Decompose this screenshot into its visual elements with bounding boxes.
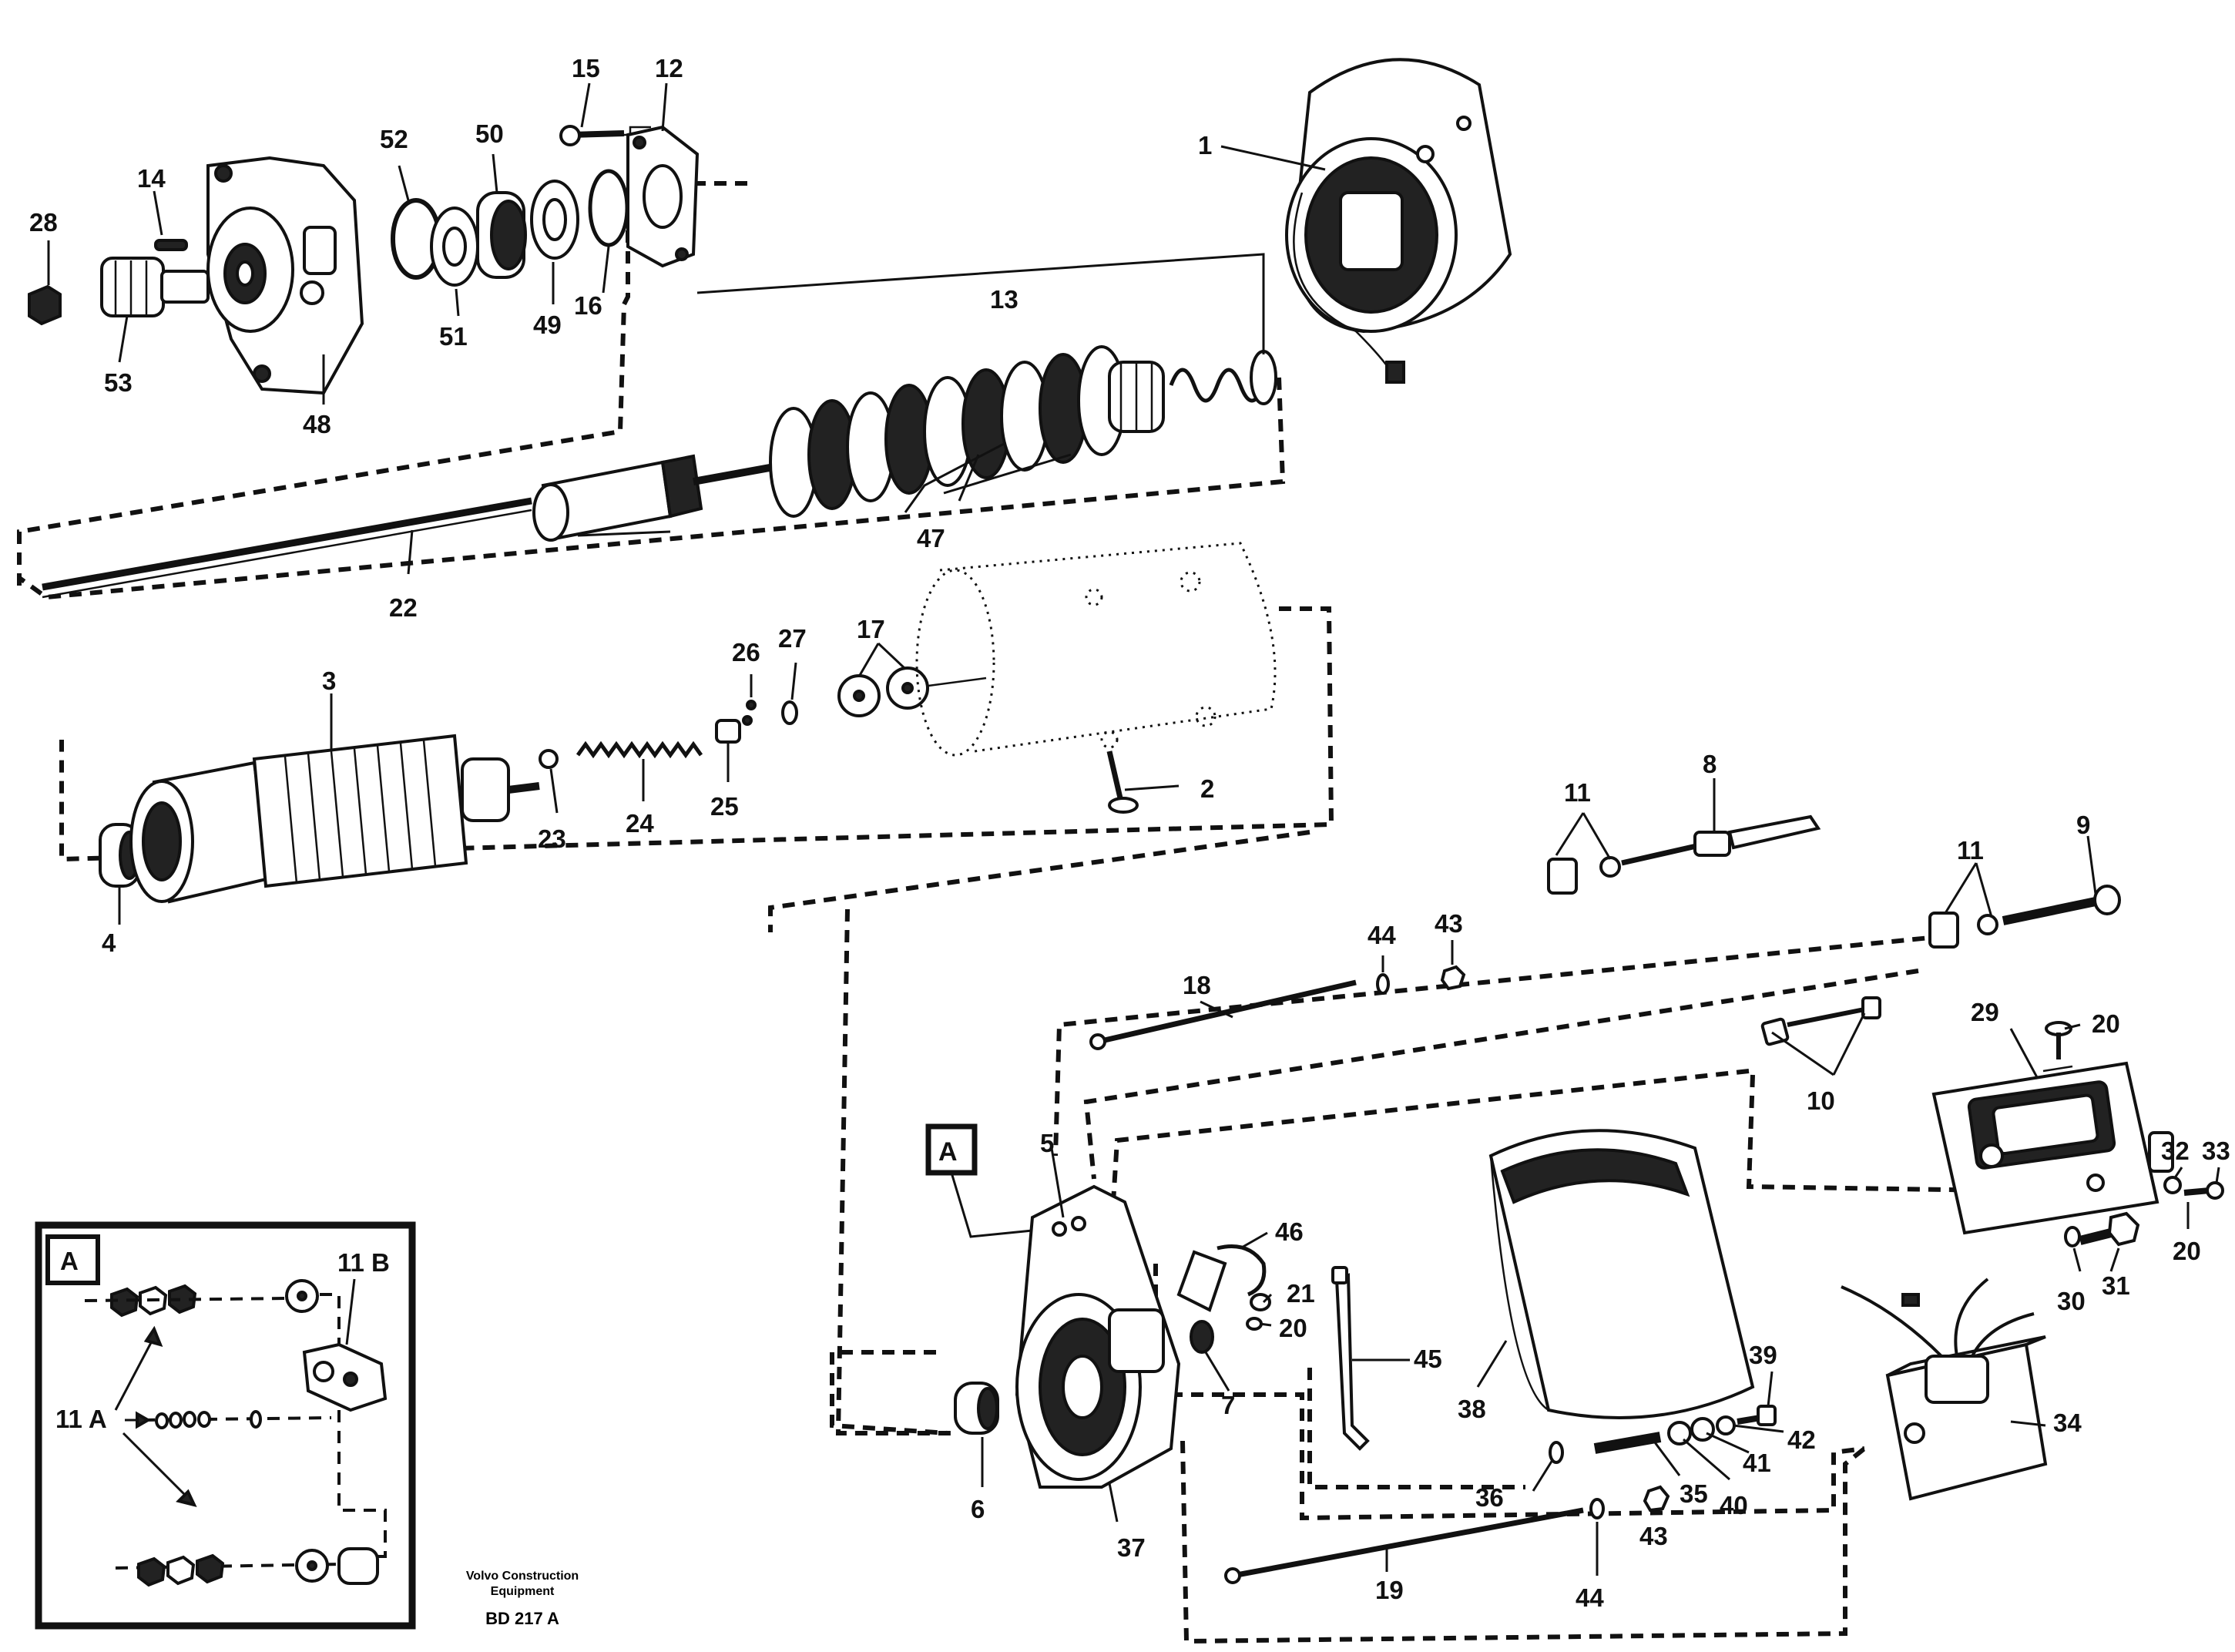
commutator-end-group — [925, 1123, 1777, 1584]
label-5: 5 — [1040, 1129, 1054, 1157]
field-yoke-1-shape — [1285, 58, 1512, 384]
label-28: 28 — [29, 208, 58, 237]
label-13: 13 — [990, 285, 1019, 314]
label-21: 21 — [1287, 1279, 1315, 1308]
label-11-upper: 11 — [1564, 778, 1591, 807]
label-1: 1 — [1198, 131, 1212, 159]
part-labels: 1 2 3 4 5 6 7 8 9 10 11 11 12 13 14 15 1… — [29, 54, 2230, 1612]
label-43-lower: 43 — [1639, 1522, 1668, 1550]
label-18: 18 — [1183, 971, 1211, 999]
field-winding-38-shape — [1488, 1129, 1755, 1419]
label-47: 47 — [917, 524, 945, 552]
label-2: 2 — [1200, 774, 1214, 803]
label-35: 35 — [1680, 1479, 1708, 1508]
inset-label-11b: 11 B — [337, 1248, 390, 1277]
label-29: 29 — [1971, 998, 1999, 1026]
label-36: 36 — [1475, 1483, 1504, 1512]
armature-group — [99, 542, 1277, 904]
label-30: 30 — [2057, 1287, 2086, 1315]
footer-code: BD 217 A — [485, 1609, 559, 1628]
label-6: 6 — [971, 1495, 985, 1523]
label-37: 37 — [1117, 1533, 1146, 1562]
label-49: 49 — [533, 311, 562, 339]
inset-label-11a: 11 A — [55, 1405, 107, 1433]
footer-block: Volvo Construction Equipment BD 217 A — [466, 1570, 579, 1628]
label-7: 7 — [1221, 1391, 1235, 1419]
label-22: 22 — [389, 593, 418, 622]
label-8: 8 — [1703, 750, 1717, 778]
key-14-shape — [154, 239, 188, 251]
label-33: 33 — [2202, 1137, 2230, 1165]
footer-company-line1: Volvo Construction — [466, 1570, 579, 1583]
label-41: 41 — [1743, 1449, 1771, 1477]
label-9: 9 — [2076, 811, 2090, 839]
label-19: 19 — [1375, 1576, 1404, 1604]
shaft-assembly-group — [42, 345, 1277, 599]
label-11-right: 11 — [1957, 836, 1984, 865]
label-14: 14 — [137, 164, 166, 193]
label-50: 50 — [475, 119, 504, 148]
inset-title: A — [60, 1247, 79, 1275]
label-17: 17 — [857, 615, 885, 643]
label-23: 23 — [538, 824, 566, 853]
label-43-upper: 43 — [1435, 909, 1463, 938]
label-34: 34 — [2053, 1409, 2082, 1437]
label-20-top: 20 — [2092, 1009, 2120, 1038]
solenoid-29-shape — [1931, 1061, 2174, 1235]
label-42: 42 — [1787, 1425, 1816, 1454]
label-48: 48 — [303, 410, 331, 438]
label-38: 38 — [1458, 1395, 1486, 1423]
footer-company-line2: Equipment — [491, 1585, 555, 1598]
inset-detail-a: A 11 B 11 A — [35, 1221, 416, 1630]
label-15: 15 — [572, 54, 600, 82]
label-53: 53 — [104, 368, 133, 397]
label-20-middle: 20 — [1279, 1314, 1307, 1342]
label-24: 24 — [626, 809, 654, 838]
label-44-upper: 44 — [1368, 921, 1396, 949]
drive-end-housing-group — [28, 125, 700, 395]
pinion-53-shape — [100, 257, 165, 317]
label-40: 40 — [1720, 1491, 1748, 1519]
cable-and-terminal-group — [1089, 814, 2224, 1501]
label-44-lower: 44 — [1576, 1583, 1604, 1612]
label-16: 16 — [574, 291, 602, 320]
callout-a-label: A — [938, 1137, 958, 1167]
label-52: 52 — [380, 125, 408, 153]
nut-28-shape — [28, 284, 62, 326]
clutch-plates-47-shape — [769, 345, 1126, 518]
label-39: 39 — [1749, 1341, 1777, 1369]
label-45: 45 — [1414, 1345, 1442, 1373]
label-26: 26 — [732, 638, 760, 667]
label-4: 4 — [102, 928, 116, 957]
label-46: 46 — [1275, 1217, 1304, 1246]
label-31: 31 — [2102, 1271, 2130, 1300]
label-32: 32 — [2161, 1137, 2190, 1165]
label-10: 10 — [1807, 1086, 1835, 1115]
leader-lines — [47, 82, 2220, 1576]
inset-arrows — [114, 1325, 197, 1507]
label-20-right: 20 — [2173, 1237, 2201, 1265]
inset-title-box — [45, 1234, 100, 1285]
label-51: 51 — [439, 322, 468, 351]
relay-34-shape — [1841, 1278, 2048, 1501]
label-25: 25 — [710, 792, 739, 821]
label-12: 12 — [655, 54, 683, 82]
label-3: 3 — [322, 667, 336, 695]
label-27: 27 — [778, 624, 807, 653]
